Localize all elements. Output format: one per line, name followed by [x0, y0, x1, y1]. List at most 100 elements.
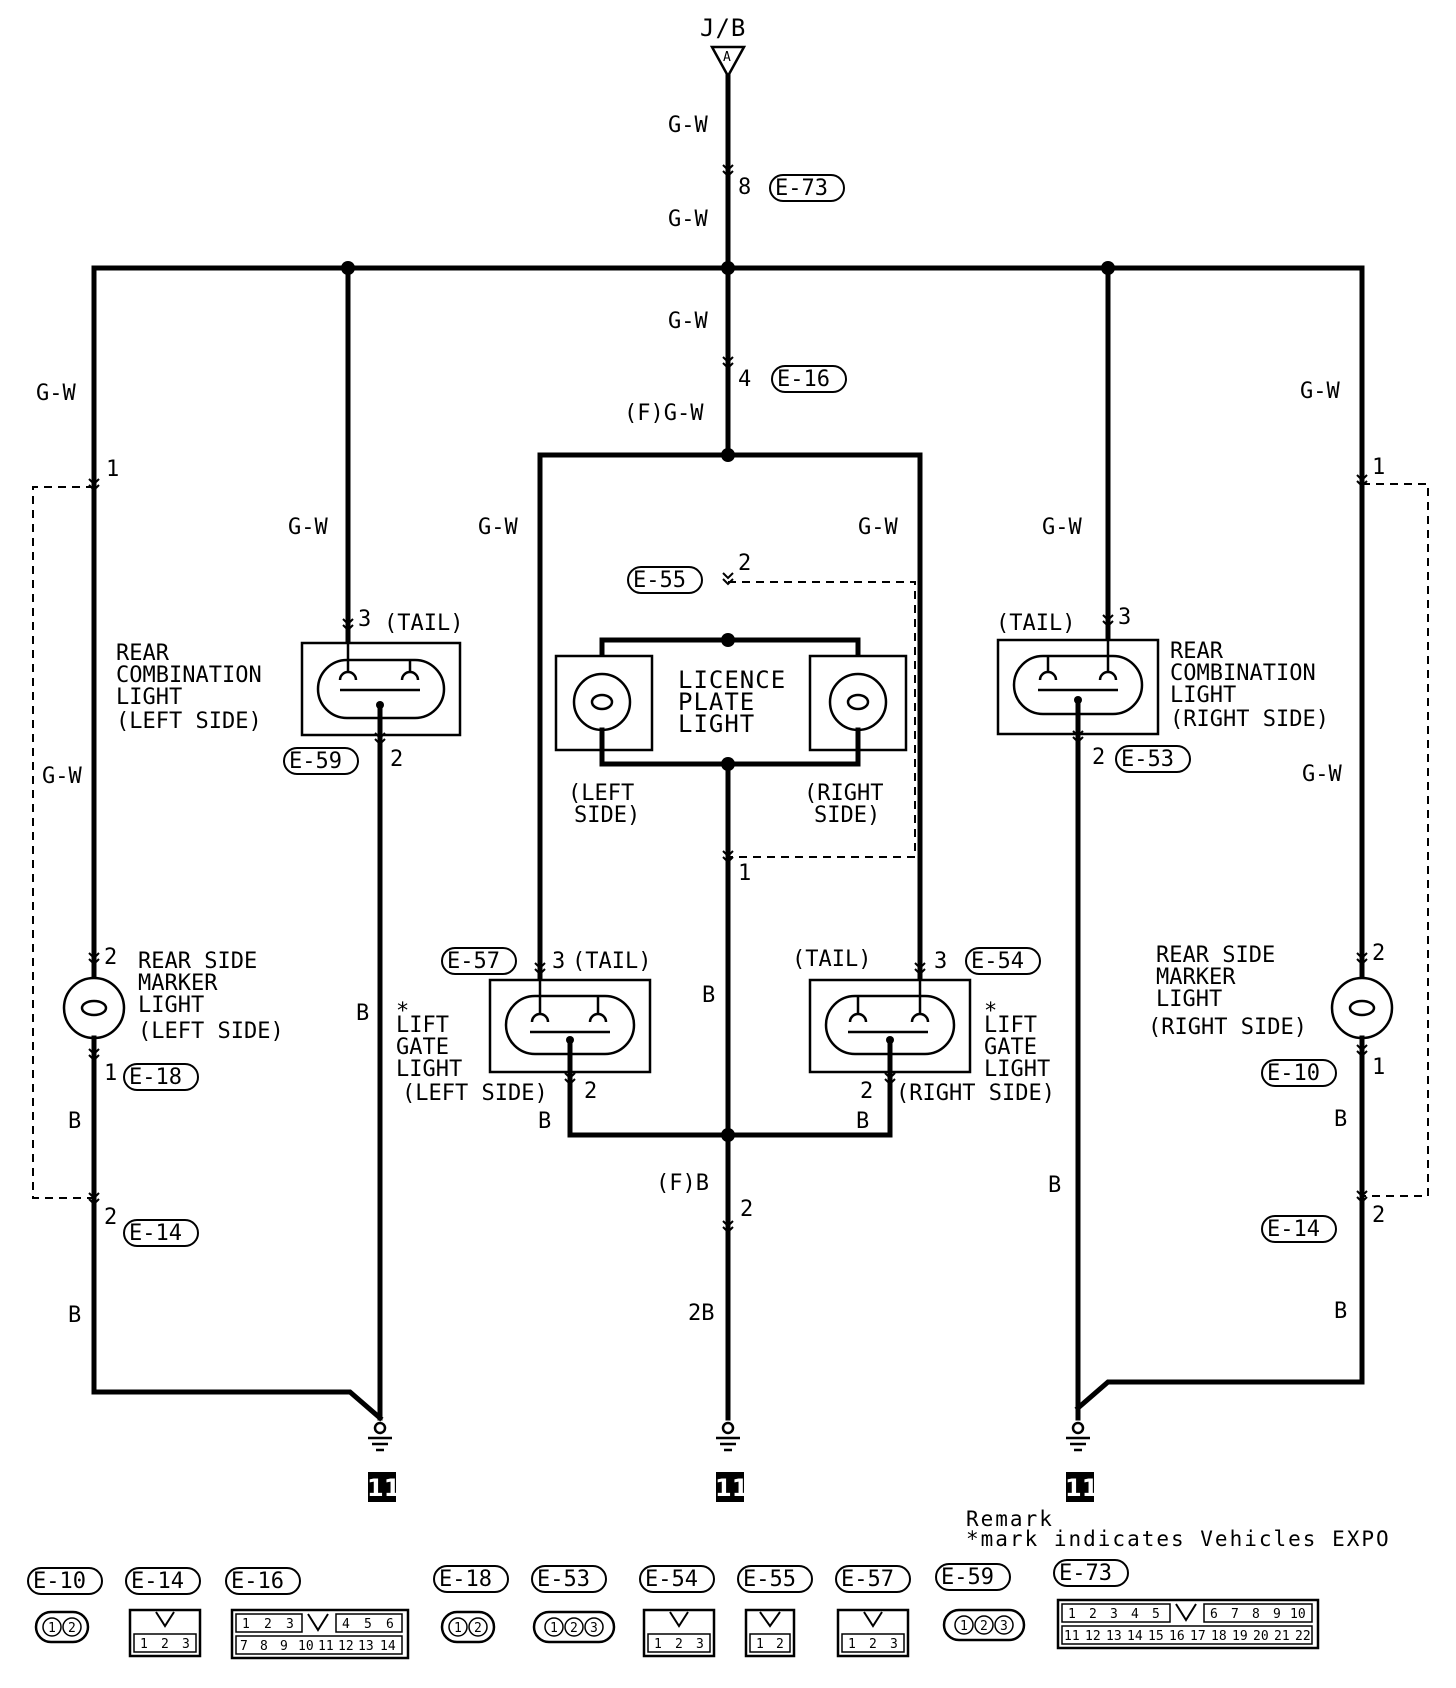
- svg-text:9: 9: [280, 1639, 288, 1654]
- left-marker-label-3: LIGHT: [138, 993, 204, 1018]
- svg-text:1: 1: [654, 1637, 662, 1652]
- legend-e53-connector-icon: 1 2 3: [532, 1610, 616, 1644]
- connector-e59: E-59: [289, 749, 342, 774]
- wire-label-fgw: (F)G-W: [624, 401, 704, 426]
- svg-text:3: 3: [890, 1637, 898, 1652]
- wire-label-b-rcl-right: B: [1048, 1173, 1061, 1198]
- svg-text:2: 2: [675, 1637, 683, 1652]
- svg-text:16: 16: [1169, 1629, 1185, 1644]
- pin-3-rcl-left: 3: [358, 607, 371, 632]
- svg-text:4: 4: [342, 1617, 350, 1632]
- pin-2-e16-ground: 2: [740, 1197, 753, 1222]
- rcl-left-label-4: (LEFT SIDE): [116, 709, 262, 734]
- svg-text:14: 14: [380, 1639, 396, 1654]
- svg-text:2: 2: [161, 1637, 169, 1652]
- svg-text:20: 20: [1253, 1629, 1269, 1644]
- svg-text:13: 13: [1106, 1629, 1122, 1644]
- svg-text:2: 2: [474, 1621, 482, 1636]
- legend-e54-label: E-54: [645, 1567, 698, 1592]
- connector-e16: E-16: [777, 367, 830, 392]
- ground-right-icon: [1064, 1421, 1092, 1452]
- svg-text:2: 2: [776, 1637, 784, 1652]
- svg-text:22: 22: [1295, 1629, 1311, 1644]
- rcl-left-tail: (TAIL): [384, 611, 463, 636]
- legend-e59-connector-icon: 1 2 3: [942, 1608, 1026, 1642]
- wire-label-2b: 2B: [688, 1301, 715, 1326]
- lgr-label-3: GATE: [984, 1035, 1037, 1060]
- svg-text:21: 21: [1274, 1629, 1290, 1644]
- svg-text:5: 5: [1152, 1607, 1160, 1622]
- legend-e54-connector-icon: 1 2 3: [642, 1608, 716, 1658]
- svg-text:3: 3: [696, 1637, 704, 1652]
- svg-text:1: 1: [756, 1637, 764, 1652]
- licence-label-1: LICENCE: [678, 666, 786, 694]
- pin-3-lgr: 3: [934, 949, 947, 974]
- licence-shield: [728, 581, 916, 858]
- connector-e18: E-18: [129, 1065, 182, 1090]
- svg-text:2: 2: [68, 1621, 76, 1636]
- lgr-label-1: *: [984, 999, 997, 1024]
- rcl-right-label-4: (RIGHT SIDE): [1170, 707, 1329, 732]
- svg-text:3: 3: [1000, 1619, 1008, 1634]
- connector-e14-right: E-14: [1267, 1217, 1320, 1242]
- lgl-tail: (TAIL): [572, 949, 651, 974]
- svg-text:2: 2: [1089, 1607, 1097, 1622]
- svg-text:1: 1: [960, 1619, 968, 1634]
- pin-1-right-marker: 1: [1372, 1055, 1385, 1080]
- wire-label-gw-lgr: G-W: [858, 515, 898, 540]
- svg-text:3: 3: [1110, 1607, 1118, 1622]
- legend-e16-label: E-16: [231, 1569, 284, 1594]
- right-marker-label-2: MARKER: [1156, 965, 1236, 990]
- wire-label-b-rcl-left: B: [356, 1001, 369, 1026]
- legend-e59-label: E-59: [941, 1565, 994, 1590]
- wire-label-gw-right-outer: G-W: [1300, 379, 1340, 404]
- jb-terminal-label: A: [723, 50, 731, 65]
- wire-label-gw-1: G-W: [668, 113, 708, 138]
- svg-text:15: 15: [1148, 1629, 1164, 1644]
- jb-terminal-icon: [709, 45, 747, 79]
- pin-2-lgl: 2: [584, 1079, 597, 1104]
- legend-e14-connector-icon: 1 2 3: [128, 1608, 202, 1658]
- wire-label-b-center: B: [702, 983, 715, 1008]
- svg-text:4: 4: [1131, 1607, 1139, 1622]
- wire-label-b-left-1: B: [68, 1109, 81, 1134]
- svg-text:8: 8: [260, 1639, 268, 1654]
- ground-center-icon: [714, 1421, 742, 1452]
- wire-label-fb: (F)B: [656, 1171, 709, 1196]
- ground-right-number: 11: [1065, 1474, 1098, 1502]
- wire-label-b-right-2: B: [1334, 1299, 1347, 1324]
- svg-text:3: 3: [286, 1617, 294, 1632]
- licence-left-bulb-icon: [572, 672, 632, 732]
- left-marker-label-1: REAR SIDE: [138, 949, 257, 974]
- svg-text:2: 2: [264, 1617, 272, 1632]
- pin-2-right-marker: 2: [1372, 941, 1385, 966]
- left-marker-label-4: (LEFT SIDE): [138, 1019, 284, 1044]
- legend-e10-connector-icon: 1 2: [34, 1610, 90, 1644]
- rcl-right-label-1: REAR: [1170, 639, 1224, 664]
- svg-text:1: 1: [1068, 1607, 1076, 1622]
- legend-e57-connector-icon: 1 2 3: [836, 1608, 910, 1658]
- svg-text:1: 1: [48, 1621, 56, 1636]
- pin-2-left-marker: 2: [104, 945, 117, 970]
- lgl-label-1: *: [396, 999, 409, 1024]
- ground-left-icon: [366, 1421, 394, 1452]
- svg-text:7: 7: [240, 1639, 248, 1654]
- pin-4: 4: [738, 367, 751, 392]
- pin-2-rcl-right: 2: [1092, 745, 1105, 770]
- svg-text:1: 1: [848, 1637, 856, 1652]
- connector-e53: E-53: [1121, 747, 1174, 772]
- svg-text:3: 3: [590, 1621, 598, 1636]
- svg-text:6: 6: [386, 1617, 394, 1632]
- svg-text:14: 14: [1127, 1629, 1143, 1644]
- svg-text:7: 7: [1231, 1607, 1239, 1622]
- lgl-label-4: LIGHT: [396, 1057, 462, 1082]
- svg-text:1: 1: [242, 1617, 250, 1632]
- wire-label-gw-rcl-right: G-W: [1042, 515, 1082, 540]
- lgr-label-5: (RIGHT SIDE): [896, 1081, 1055, 1106]
- legend-e14-label: E-14: [131, 1569, 184, 1594]
- legend-e10-label: E-10: [33, 1569, 86, 1594]
- pin-1-left-marker-top: 1: [106, 457, 119, 482]
- licence-left-side-2: SIDE): [574, 803, 640, 828]
- wire-label-gw-2: G-W: [668, 207, 708, 232]
- connector-e14-left: E-14: [129, 1221, 182, 1246]
